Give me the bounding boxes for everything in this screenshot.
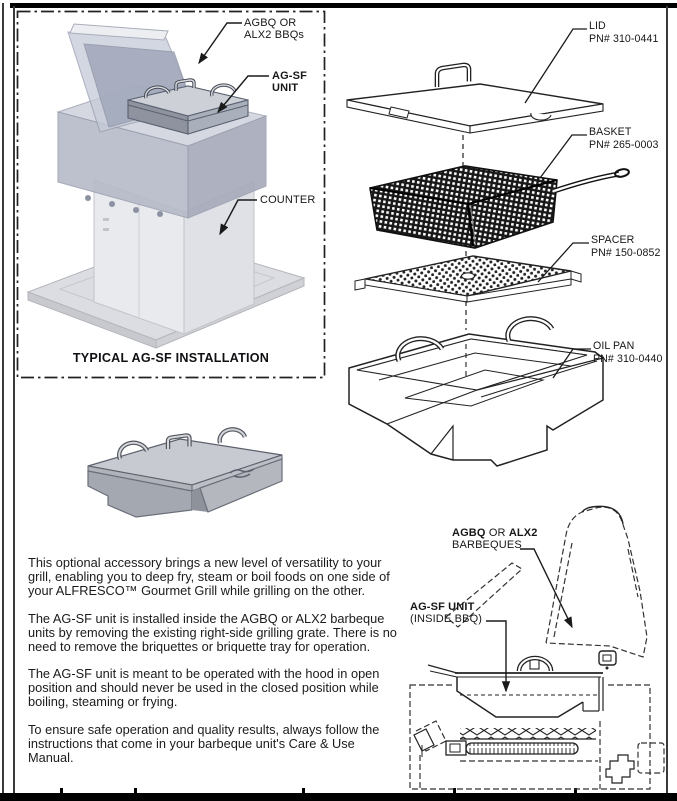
page-left-edge: [2, 3, 4, 801]
callout-bbq-cs-line2: BARBEQUES: [452, 539, 522, 552]
page-top-border: [10, 3, 677, 8]
callout-agsf-inside-line2: (INSIDE BBQ): [410, 613, 483, 626]
table-tick: [574, 788, 577, 793]
installation-illustration: [16, 10, 326, 379]
content-left-border: [13, 6, 15, 794]
callout-agsf-line2: UNIT: [272, 82, 299, 95]
cross-section-drawing: [409, 505, 665, 790]
page-bottom-border: [0, 793, 677, 801]
callout-agsf-inside: AG-SF UNIT (INSIDE BBQ): [410, 601, 482, 626]
body-text: This optional accessory brings a new lev…: [28, 556, 400, 779]
paragraph-1: This optional accessory brings a new lev…: [28, 555, 390, 598]
callout-agsf-inside-line1: AG-SF UNIT: [410, 601, 475, 613]
callout-agsf-line1: AG-SF: [272, 70, 307, 82]
part-name: BASKET: [589, 126, 632, 138]
part-label-oil-pan: OIL PAN PN# 310-0440: [593, 340, 663, 365]
bbq-model-alx2: ALX2: [508, 527, 538, 539]
installation-box: AGBQ OR ALX2 BBQs AG-SF UNIT COUNTER TYP…: [16, 10, 326, 379]
table-tick: [302, 788, 305, 793]
paragraph-2: The AG-SF unit is installed inside the A…: [28, 610, 397, 654]
callout-agsf-unit: AG-SF UNIT: [272, 70, 307, 95]
callout-bbq-models-cs: AGBQ OR ALX2 BARBEQUES: [452, 527, 538, 552]
bbq-model-or: OR: [485, 527, 509, 539]
part-label-spacer: SPACER PN# 150-0852: [591, 234, 661, 259]
table-tick: [60, 788, 63, 793]
cross-section-diagram: AGBQ OR ALX2 BARBEQUES AG-SF UNIT (INSID…: [400, 505, 672, 795]
part-name: SPACER: [591, 234, 635, 246]
paragraph-3: The AG-SF unit is meant to be operated w…: [28, 666, 380, 710]
assembled-unit-drawing: [87, 427, 283, 518]
part-number: PN# 150-0852: [591, 246, 661, 259]
callout-bbq-line1: AGBQ OR: [244, 17, 297, 29]
content-right-border: [666, 6, 668, 794]
part-label-basket: BASKET PN# 265-0003: [589, 126, 659, 151]
table-tick: [134, 788, 137, 793]
exploded-view: LID PN# 310-0441 BASKET PN# 265-0003 SPA…: [335, 8, 673, 488]
callout-bbq-cs-line1: AGBQ OR ALX2: [452, 527, 538, 539]
part-name: LID: [589, 20, 606, 32]
callout-counter: COUNTER: [260, 194, 316, 206]
callout-bbq-models: AGBQ OR ALX2 BBQs: [244, 17, 304, 42]
part-name: OIL PAN: [593, 340, 635, 352]
part-number: PN# 310-0441: [589, 32, 659, 45]
bbq-model-agbq: AGBQ: [452, 527, 486, 539]
callout-bbq-line2: ALX2 BBQs: [244, 29, 305, 42]
part-number: PN# 310-0440: [593, 352, 663, 365]
paragraph-4: To ensure safe operation and quality res…: [28, 722, 380, 765]
table-tick: [453, 788, 456, 793]
part-label-lid: LID PN# 310-0441: [589, 20, 659, 45]
exploded-drawing: [346, 28, 630, 467]
installation-caption: TYPICAL AG-SF INSTALLATION: [72, 351, 270, 365]
part-number: PN# 265-0003: [589, 138, 659, 151]
